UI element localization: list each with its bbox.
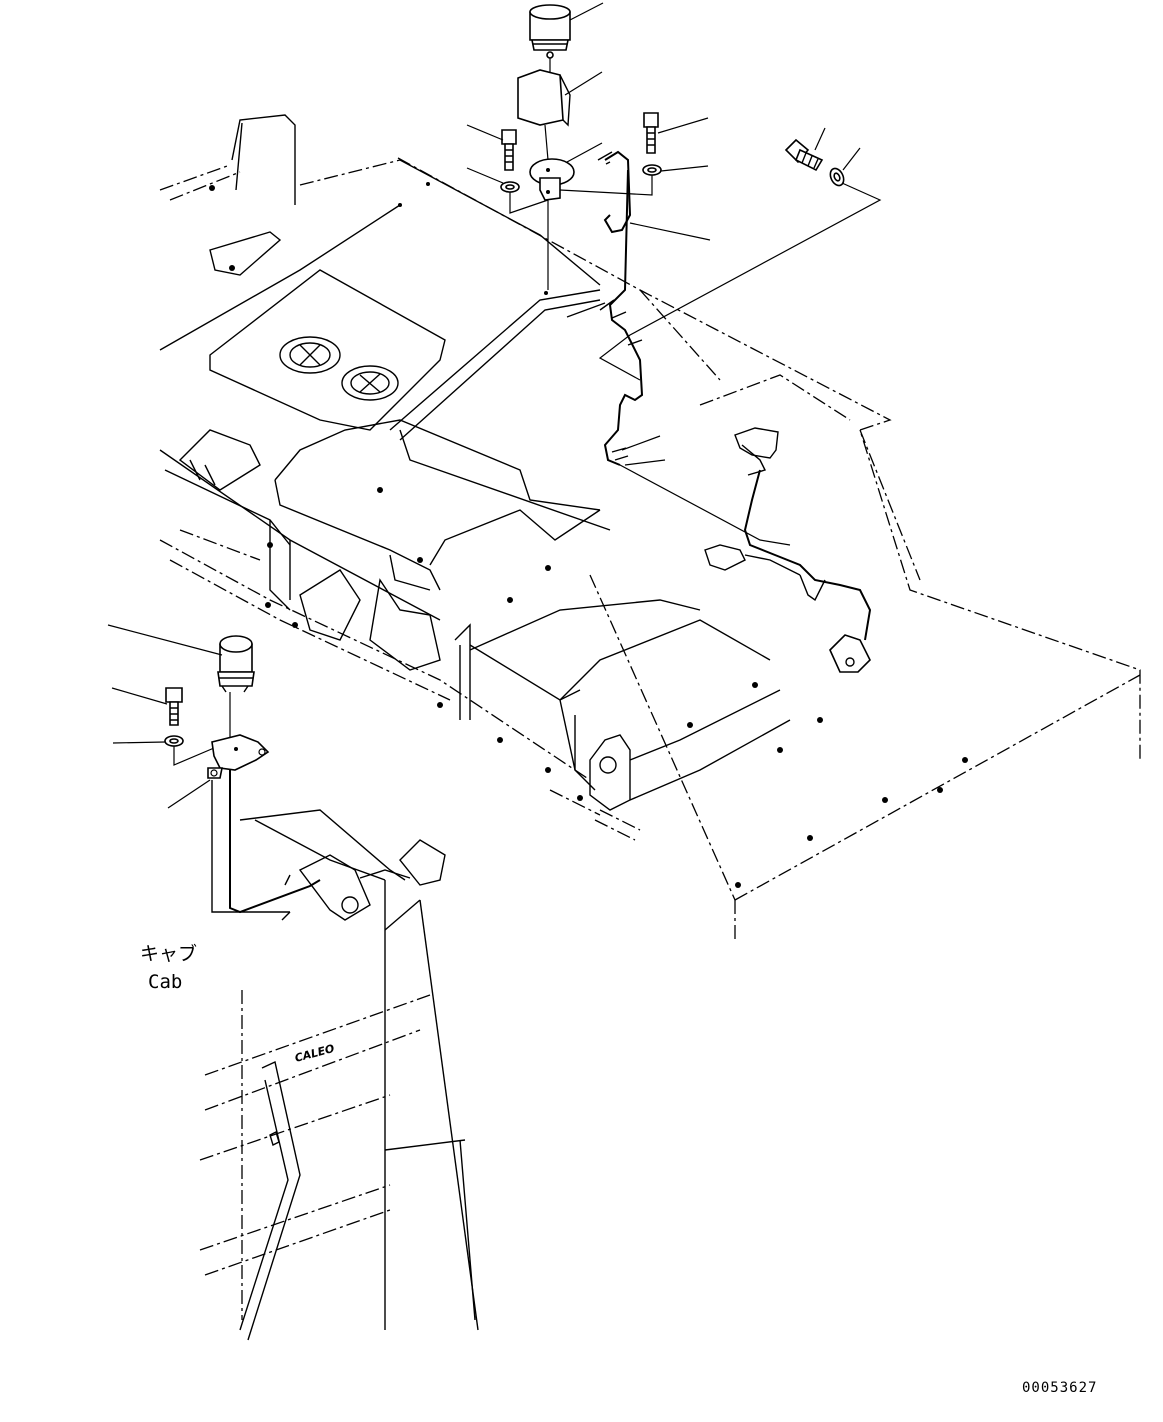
bolt-cab [165,687,183,726]
beacon-guard-plate [517,69,571,161]
cab-body [199,809,479,1341]
panel-bolts [209,182,968,888]
beacon-lamp-top [529,4,571,72]
upper-structure [159,114,791,841]
bolt-side [784,138,824,172]
bolt-left [501,129,517,171]
washer-cab [164,735,215,766]
beacon-lamp-cab [217,635,255,740]
washer-left [500,181,549,214]
bolt-right [643,112,659,154]
cab-label-japanese: キャブ [140,942,197,965]
leader-lines-top [466,2,861,466]
leader-lines-cab [107,624,223,809]
figure-id: 00053627 [1022,1380,1097,1396]
washer-right [559,164,662,196]
washer-side [598,167,882,381]
cab-logo: CALEO [293,1042,335,1065]
wire-harness-upper [597,150,791,546]
cab-lamp-wire [211,770,321,921]
cab-label-english: Cab [148,971,182,993]
beacon-base-bracket [529,158,575,290]
beacon-bracket-cab [207,734,270,779]
cab-roof-outline [397,157,1141,940]
wire-harness-right [704,427,872,673]
